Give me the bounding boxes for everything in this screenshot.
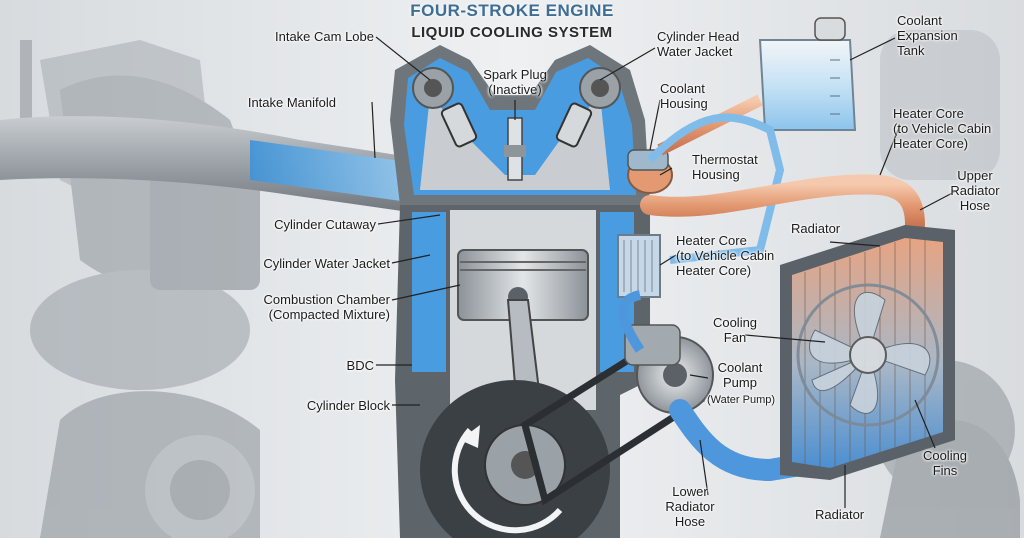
label-intake-manifold: Intake Manifold: [247, 95, 336, 110]
label-spark-plug-line1: Spark Plug: [483, 67, 547, 82]
label-coolant-housing-line2: Housing: [660, 96, 708, 111]
lower-radiator-hose: [669, 399, 811, 482]
label-cylinder-head-water-jacket: Cylinder Head Water Jacket: [657, 29, 739, 59]
label-combustion-chamber-line2: (Compacted Mixture): [268, 307, 390, 322]
label-cylinder-block: Cylinder Block: [306, 398, 390, 413]
label-heater-core-mid-line1: Heater Core: [676, 233, 747, 248]
label-cooling-fins: Cooling Fins: [915, 448, 975, 478]
label-coolant-pump-line1: Coolant: [717, 360, 763, 375]
combustion-dome: [420, 95, 610, 190]
label-cylinder-head-water-jacket-line2: Water Jacket: [657, 44, 733, 59]
label-cooling-fins-line1: Cooling: [922, 448, 968, 463]
label-upper-radiator-hose-line2: Radiator: [950, 183, 1000, 198]
coolant-expansion-tank: [758, 39, 857, 131]
label-lower-radiator-hose-line3: Hose: [674, 514, 706, 529]
rotation-arrow: [451, 428, 563, 534]
label-radiator-top: Radiator: [791, 221, 841, 236]
heater-return-hose: [647, 113, 785, 264]
diagram-title: FOUR-STROKE ENGINE: [410, 1, 614, 20]
label-cylinder-water-jacket: Cylinder Water Jacket: [263, 256, 390, 271]
label-spark-plug-line2: (Inactive): [488, 82, 542, 97]
label-coolant-pump: Coolant Pump: [705, 360, 775, 390]
label-heater-core-mid-line2: (to Vehicle Cabin: [676, 248, 775, 263]
label-thermostat-housing: Thermostat Housing: [692, 152, 758, 182]
label-cooling-fan-line2: Fan: [723, 330, 747, 345]
label-coolant-pump-line2: Pump: [723, 375, 757, 390]
label-intake-cam-lobe: Intake Cam Lobe: [274, 29, 374, 44]
label-heater-core-mid: Heater Core (to Vehicle Cabin Heater Cor…: [676, 233, 774, 278]
cooling-fan: [796, 283, 940, 427]
label-coolant-housing: Coolant Housing: [660, 81, 708, 111]
label-water-pump: (Water Pump): [706, 394, 776, 406]
upper-radiator-hose: [640, 174, 925, 235]
label-cylinder-head-water-jacket-line1: Cylinder Head: [657, 29, 740, 44]
label-heater-core-mid-line3: Heater Core): [676, 263, 752, 278]
label-upper-radiator-hose-line1: Upper: [957, 168, 993, 183]
label-thermostat-housing-line2: Housing: [692, 167, 740, 182]
label-cylinder-cutaway: Cylinder Cutaway: [274, 217, 376, 232]
label-thermostat-housing-line1: Thermostat: [692, 152, 758, 167]
label-heater-core-top-line3: Heater Core): [893, 136, 969, 151]
label-expansion-tank-line1: Coolant: [897, 13, 942, 28]
label-heater-core-top: Heater Core (to Vehicle Cabin Heater Cor…: [893, 106, 991, 151]
label-combustion-chamber-line1: Combustion Chamber: [263, 292, 390, 307]
label-cooling-fan-line1: Cooling: [712, 315, 758, 330]
intake-flow: [250, 140, 430, 205]
label-lower-radiator-hose-line2: Radiator: [665, 499, 715, 514]
diagram-subtitle: LIQUID COOLING SYSTEM: [411, 24, 613, 41]
label-heater-core-top-line2: (to Vehicle Cabin: [893, 121, 992, 136]
label-lower-radiator-hose: Lower Radiator Hose: [655, 484, 725, 529]
intake-manifold-pipe: [0, 116, 430, 215]
label-expansion-tank-line2: Expansion: [897, 28, 958, 43]
label-spark-plug: Spark Plug (Inactive): [470, 67, 560, 97]
label-coolant-expansion-tank: Coolant Expansion Tank: [897, 13, 958, 58]
label-expansion-tank-line3: Tank: [897, 43, 925, 58]
label-combustion-chamber: Combustion Chamber (Compacted Mixture): [264, 292, 390, 322]
label-cooling-fan: Cooling Fan: [705, 315, 765, 345]
tank-cap: [814, 17, 846, 41]
leader-lines: [371, 36, 959, 508]
heater-core: [617, 234, 661, 298]
label-cooling-fins-line2: Fins: [932, 463, 958, 478]
label-bdc: BDC: [346, 358, 374, 373]
label-upper-radiator-hose-line3: Hose: [959, 198, 991, 213]
label-radiator-bottom: Radiator: [815, 507, 865, 522]
label-heater-core-top-line1: Heater Core: [893, 106, 964, 121]
label-coolant-housing-line1: Coolant: [660, 81, 705, 96]
pump-inlet-hose: [618, 290, 645, 353]
label-lower-radiator-hose-line1: Lower: [672, 484, 708, 499]
label-upper-radiator-hose: Upper Radiator Hose: [945, 168, 1005, 213]
